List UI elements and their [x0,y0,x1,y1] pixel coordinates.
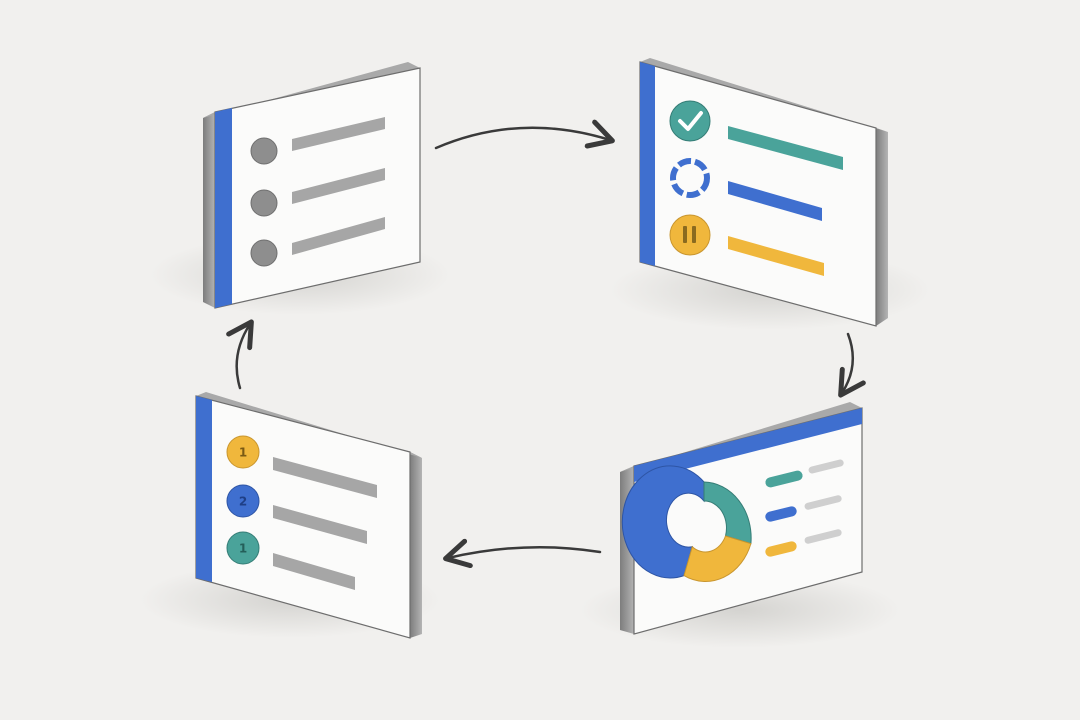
legend-swatch-teal [765,470,803,488]
list-item: 2 [226,484,367,544]
number-badge-label: 1 [239,446,247,460]
card-accent-bar [215,108,232,308]
text-line-placeholder [292,168,385,204]
card-status-list [610,58,930,330]
number-badge-label: 2 [239,495,247,509]
list-item [250,217,385,267]
donut-segment-yellow [683,535,752,582]
text-line-placeholder [273,505,367,544]
legend-item [765,529,842,557]
text-line-placeholder [728,236,824,276]
card-accent-bar [640,62,655,266]
list-item: 1 [226,531,355,590]
card-accent-bar [196,396,212,582]
legend-swatch-blue [765,506,797,522]
text-line-placeholder [273,457,377,498]
check-circle-icon [669,100,711,142]
gray-dot-icon [250,137,278,165]
arrow-status-to-summary [838,332,866,398]
card-edge [876,128,888,326]
text-line-placeholder [728,181,822,221]
arrow-summary-to-numbered [443,538,602,569]
card-numbered-list: 1 2 1 [140,392,440,639]
chart-legend [765,459,844,557]
list-item [669,214,824,276]
legend-text-placeholder [804,529,842,544]
legend-item [765,495,842,522]
card-summary-chart [580,402,900,648]
gray-dot-icon [250,239,278,267]
list-item [669,100,843,170]
number-badge-icon [226,435,260,469]
legend-text-placeholder [804,495,842,510]
number-badge-icon [226,531,260,565]
text-line-placeholder [292,117,385,151]
card-header-bar [634,408,862,482]
list-item [250,168,385,217]
text-line-placeholder [292,217,385,255]
arrow-queued-to-status [434,119,615,150]
text-line-placeholder [728,126,843,170]
text-line-placeholder [273,553,355,590]
arrow-numbered-to-queued [226,319,254,390]
card-queued-list [150,62,450,315]
legend-text-placeholder [808,459,844,474]
pause-circle-icon [669,214,711,256]
gray-dot-icon [250,189,278,217]
donut-chart [621,465,752,582]
list-item [250,117,385,165]
progress-ring-icon [670,158,710,198]
list-item: 1 [226,435,377,498]
legend-item [765,459,844,488]
card-top-edge [203,62,420,118]
card-edge [410,452,422,638]
legend-swatch-yellow [765,541,797,557]
number-badge-label: 1 [239,542,247,556]
card-edge [203,112,215,308]
card-top-edge [620,402,862,472]
list-item [670,158,822,221]
number-badge-icon [226,484,260,518]
donut-segment-blue [621,465,705,579]
